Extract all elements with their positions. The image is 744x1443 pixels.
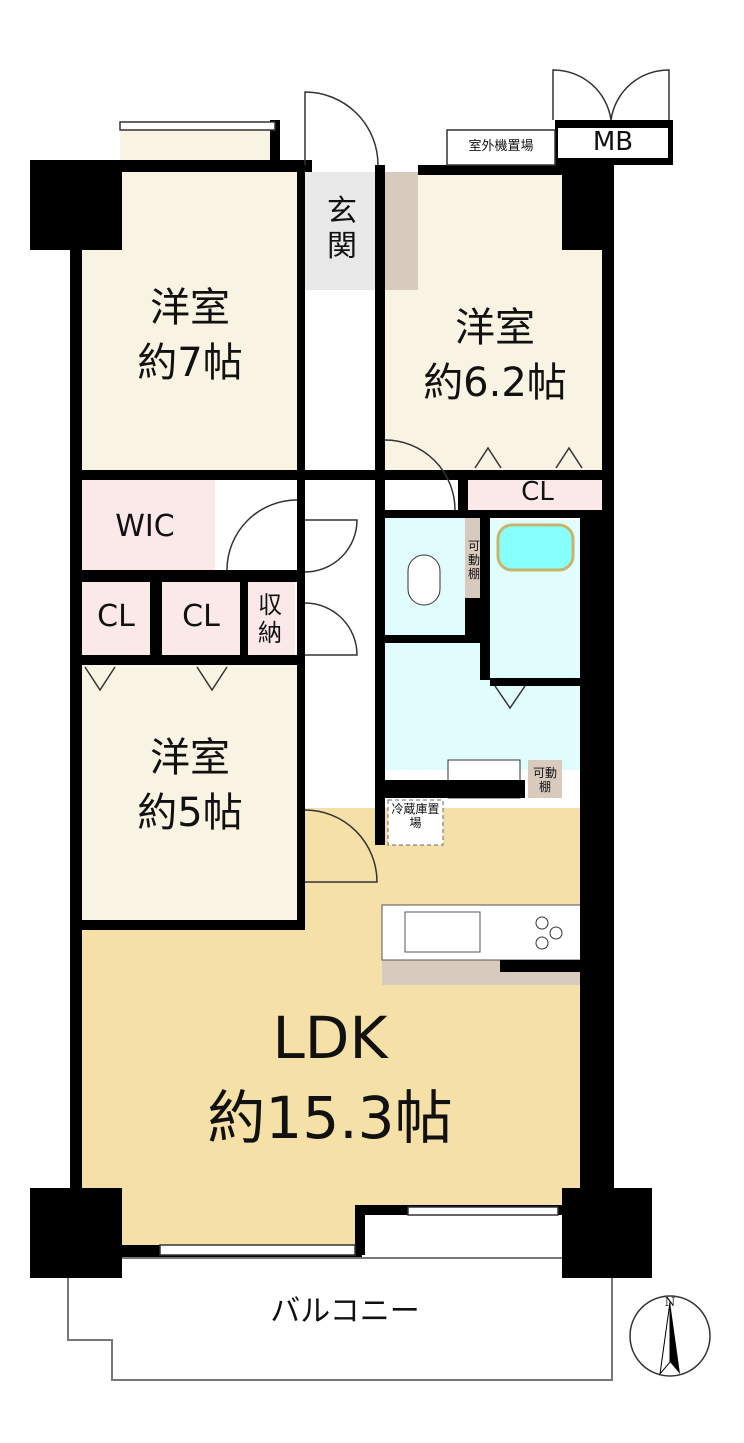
genkan-floor (305, 172, 383, 290)
room-size-western-6-2: 約6.2帖 (423, 360, 567, 406)
fridge-space-label: 冷蔵庫置場 (391, 802, 440, 830)
closet-left-2 (162, 582, 240, 655)
room-western-5 (82, 665, 297, 920)
room-size-western-5: 約5帖 (137, 790, 243, 836)
outdoor-unit-label: 室外機置場 (468, 139, 534, 154)
entry-door (304, 91, 379, 166)
genkan-label: 玄関 (327, 194, 357, 264)
room-name-ldk: LDK (272, 1004, 388, 1072)
closet-right (468, 480, 602, 510)
movable-shelf-label: 可動棚 (532, 766, 557, 794)
storage (248, 582, 295, 655)
closet-left-1-label: CL (97, 599, 135, 634)
mb-label: MB (558, 127, 668, 158)
closet-right-label: CL (521, 477, 554, 507)
room-name-western-5: 洋室 (150, 735, 230, 781)
room-size-ldk: 約15.3帖 (207, 1084, 453, 1152)
washroom (385, 640, 603, 770)
storage-label: 収納 (258, 591, 282, 647)
wic-label: WIC (115, 509, 175, 544)
compass-north-label: N (664, 1295, 676, 1309)
wic (82, 480, 215, 570)
compass-icon (629, 1295, 711, 1377)
closet-left-1 (82, 582, 150, 655)
room-size-western-7: 約7帖 (137, 340, 243, 386)
movable-shelf-label: 可動棚 (467, 539, 480, 581)
closet-left-2-label: CL (182, 599, 220, 634)
room-name-western-7: 洋室 (150, 285, 230, 331)
balcony-label: バルコニー (270, 1294, 420, 1329)
mb-door (552, 69, 670, 121)
room-name-western-6-2: 洋室 (455, 305, 535, 351)
